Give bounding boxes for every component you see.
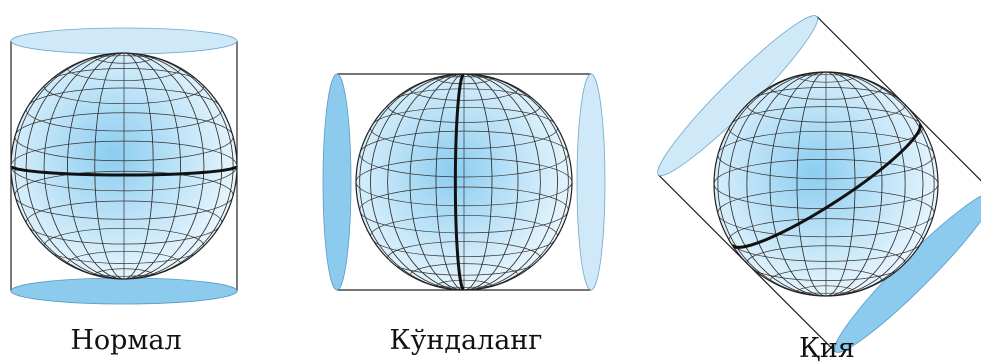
meridian-line xyxy=(14,53,234,279)
cylinder-cap-top xyxy=(576,73,606,291)
cylinder-outline xyxy=(322,73,606,291)
globe-outline xyxy=(713,71,939,297)
tangent-line xyxy=(11,165,237,177)
meridian-line xyxy=(94,53,154,279)
meridian-line xyxy=(409,74,519,290)
globe-outline xyxy=(355,73,573,291)
meridian-line xyxy=(435,74,493,290)
meridian-line xyxy=(769,72,883,296)
tangent-line xyxy=(730,122,923,249)
highlight-group xyxy=(11,165,237,177)
meridian-line xyxy=(370,74,558,290)
caption-transverse: Кўндаланг xyxy=(389,325,543,356)
cylinder-cap-bottom xyxy=(322,73,352,291)
caption-oblique: Қия xyxy=(799,333,855,364)
meridian-line xyxy=(796,72,856,296)
cylinder xyxy=(10,27,238,305)
oblique-projection-figure xyxy=(657,15,981,353)
transverse-projection-figure xyxy=(322,73,606,291)
globe xyxy=(355,73,573,291)
globe xyxy=(10,52,238,280)
cylinder-cap-bottom xyxy=(10,277,238,305)
globe xyxy=(713,71,939,297)
tangent-line xyxy=(453,74,465,290)
caption-normal: Нормал xyxy=(70,325,182,356)
cylinder-cap-top xyxy=(10,27,238,55)
globe-outline xyxy=(10,52,238,280)
meridian-line xyxy=(728,72,924,296)
meridian-line xyxy=(746,72,906,296)
meridian-line xyxy=(67,53,181,279)
meridian-line xyxy=(25,53,223,279)
meridian-line xyxy=(717,72,935,296)
highlight-group xyxy=(730,122,923,249)
meridian-line xyxy=(43,53,205,279)
cylinder-outline xyxy=(10,27,238,305)
cylinder xyxy=(322,73,606,291)
normal-projection-figure xyxy=(10,27,238,305)
highlight-group xyxy=(453,74,465,290)
meridian-line xyxy=(387,74,541,290)
meridian-line xyxy=(359,74,569,290)
